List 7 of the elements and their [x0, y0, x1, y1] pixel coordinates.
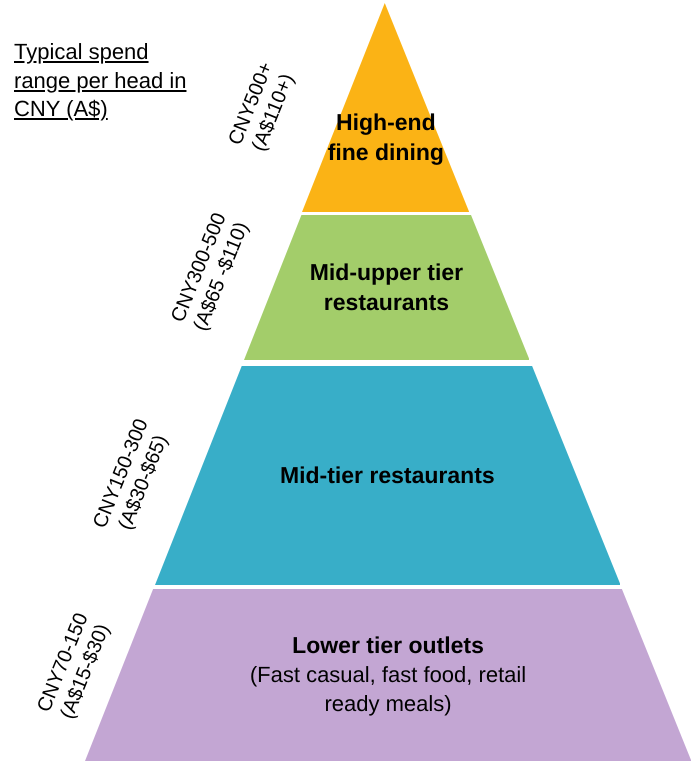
axis-caption: Typical spend range per head in CNY (A$)	[14, 38, 188, 124]
tier-title: Mid-upper tier restaurants	[308, 258, 464, 316]
tier-title: Lower tier outlets	[292, 631, 484, 660]
tier-title: Mid-tier restaurants	[280, 460, 495, 490]
tier-title: High-end fine dining	[326, 108, 445, 167]
pyramid-tier	[302, 3, 470, 212]
tier-description: (Fast casual, fast food, retail ready meals)	[248, 661, 528, 718]
